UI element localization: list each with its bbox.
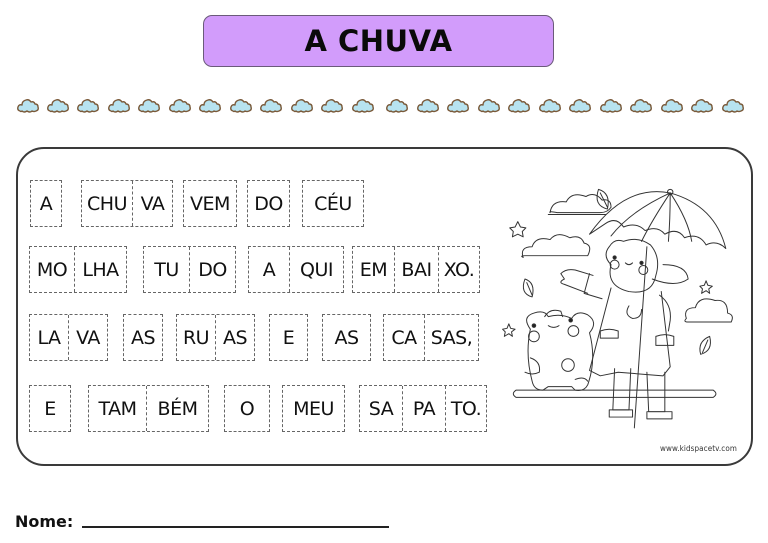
cloud-icon bbox=[684, 298, 733, 323]
word-box: MEU bbox=[282, 385, 345, 432]
cloud-icon bbox=[260, 99, 282, 113]
syllable-box: A bbox=[262, 258, 276, 281]
star-icon bbox=[502, 323, 516, 337]
word-box: CÉU bbox=[302, 180, 364, 227]
word-box: TAM BÉM bbox=[88, 385, 209, 432]
syllable-box: LA bbox=[37, 326, 61, 349]
cloud-icon bbox=[77, 99, 99, 113]
cloud-icon bbox=[230, 99, 252, 113]
name-field: Nome: bbox=[15, 512, 390, 531]
word-box: TU DO bbox=[143, 246, 236, 293]
cloud-icon bbox=[47, 99, 69, 113]
ground bbox=[512, 389, 717, 398]
cloud-icon bbox=[661, 99, 683, 113]
cloud-icon bbox=[169, 99, 191, 113]
cloud-icon bbox=[291, 99, 313, 113]
word-box: AS bbox=[123, 314, 163, 361]
leaf-icon bbox=[699, 335, 711, 355]
cloud-icon bbox=[521, 234, 591, 258]
syllable-box: VA bbox=[68, 315, 107, 360]
cloud-icon bbox=[352, 99, 374, 113]
syllable-box: BAI bbox=[394, 247, 438, 292]
syllable-box: LHA bbox=[74, 247, 126, 292]
word-box: VEM bbox=[183, 180, 237, 227]
cloud-icon bbox=[478, 99, 500, 113]
syllable-box: MEU bbox=[293, 397, 334, 420]
syllable-box: AS bbox=[215, 315, 254, 360]
cloud-icon bbox=[539, 99, 561, 113]
umbrella-icon bbox=[589, 188, 727, 429]
star-icon bbox=[509, 221, 527, 238]
syllable-box: CHU bbox=[87, 192, 127, 215]
syllable-box: AS bbox=[334, 326, 359, 349]
name-input-line[interactable] bbox=[82, 526, 390, 528]
child-icon bbox=[560, 238, 689, 420]
syllable-box: SA bbox=[368, 397, 394, 420]
word-box: A bbox=[30, 180, 62, 227]
cloud-icon bbox=[321, 99, 343, 113]
cloud-icon bbox=[386, 99, 408, 113]
syllable-box: RU bbox=[182, 326, 210, 349]
syllable-box: VEM bbox=[190, 192, 230, 215]
cloud-icon bbox=[447, 99, 469, 113]
cloud-icon bbox=[630, 99, 652, 113]
word-box: A QUI bbox=[248, 246, 344, 293]
frog-icon bbox=[524, 309, 595, 392]
cloud-icon bbox=[108, 99, 130, 113]
name-label: Nome: bbox=[15, 512, 74, 531]
syllable-box: TAM bbox=[98, 397, 137, 420]
syllable-box: BÉM bbox=[146, 386, 208, 431]
star-icon bbox=[699, 280, 713, 294]
syllable-box: E bbox=[44, 397, 56, 420]
syllable-box: TU bbox=[154, 258, 179, 281]
cloud-icon bbox=[138, 99, 160, 113]
syllable-box: QUI bbox=[289, 247, 343, 292]
word-box: AS bbox=[322, 314, 371, 361]
cloud-icon bbox=[17, 99, 39, 113]
cloud-icon bbox=[569, 99, 591, 113]
page-title: A CHUVA bbox=[304, 24, 453, 58]
cloud-icon bbox=[722, 99, 744, 113]
leaf-icon bbox=[596, 188, 609, 210]
cloud-icon bbox=[508, 99, 530, 113]
syllable-box: A bbox=[39, 192, 53, 215]
syllable-box: SAS, bbox=[424, 315, 478, 360]
word-box: E bbox=[269, 314, 308, 361]
syllable-box: AS bbox=[130, 326, 156, 349]
syllable-box: TO. bbox=[445, 386, 486, 431]
syllable-box: CÉU bbox=[314, 192, 352, 215]
word-box: DO bbox=[247, 180, 290, 227]
syllable-box: CA bbox=[391, 326, 417, 349]
title-banner: A CHUVA bbox=[203, 15, 554, 67]
syllable-box: VA bbox=[132, 181, 172, 226]
word-box: MO LHA bbox=[29, 246, 127, 293]
word-box: E bbox=[29, 385, 71, 432]
syllable-box: O bbox=[239, 397, 255, 420]
syllable-box: E bbox=[282, 326, 295, 349]
poem-panel bbox=[16, 147, 753, 466]
syllable-box: PA bbox=[402, 386, 445, 431]
website-credit: www.kidspacetv.com bbox=[660, 444, 737, 453]
syllable-box: DO bbox=[254, 192, 283, 215]
cloud-icon bbox=[549, 194, 612, 214]
child-umbrella-frog-illustration bbox=[502, 188, 733, 429]
cloud-icon bbox=[691, 99, 713, 113]
word-box: O bbox=[224, 385, 270, 432]
syllable-box: DO bbox=[189, 247, 235, 292]
cloud-icon bbox=[199, 99, 221, 113]
syllable-box: EM bbox=[359, 258, 388, 281]
word-box: LA VA bbox=[29, 314, 108, 361]
leaf-icon bbox=[522, 278, 534, 298]
word-box: CA SAS, bbox=[383, 314, 479, 361]
syllable-box: MO bbox=[36, 258, 68, 281]
cloud-icon bbox=[417, 99, 439, 113]
cloud-icon bbox=[600, 99, 622, 113]
syllable-box: XO. bbox=[438, 247, 479, 292]
cloud-border-decoration bbox=[17, 96, 757, 116]
